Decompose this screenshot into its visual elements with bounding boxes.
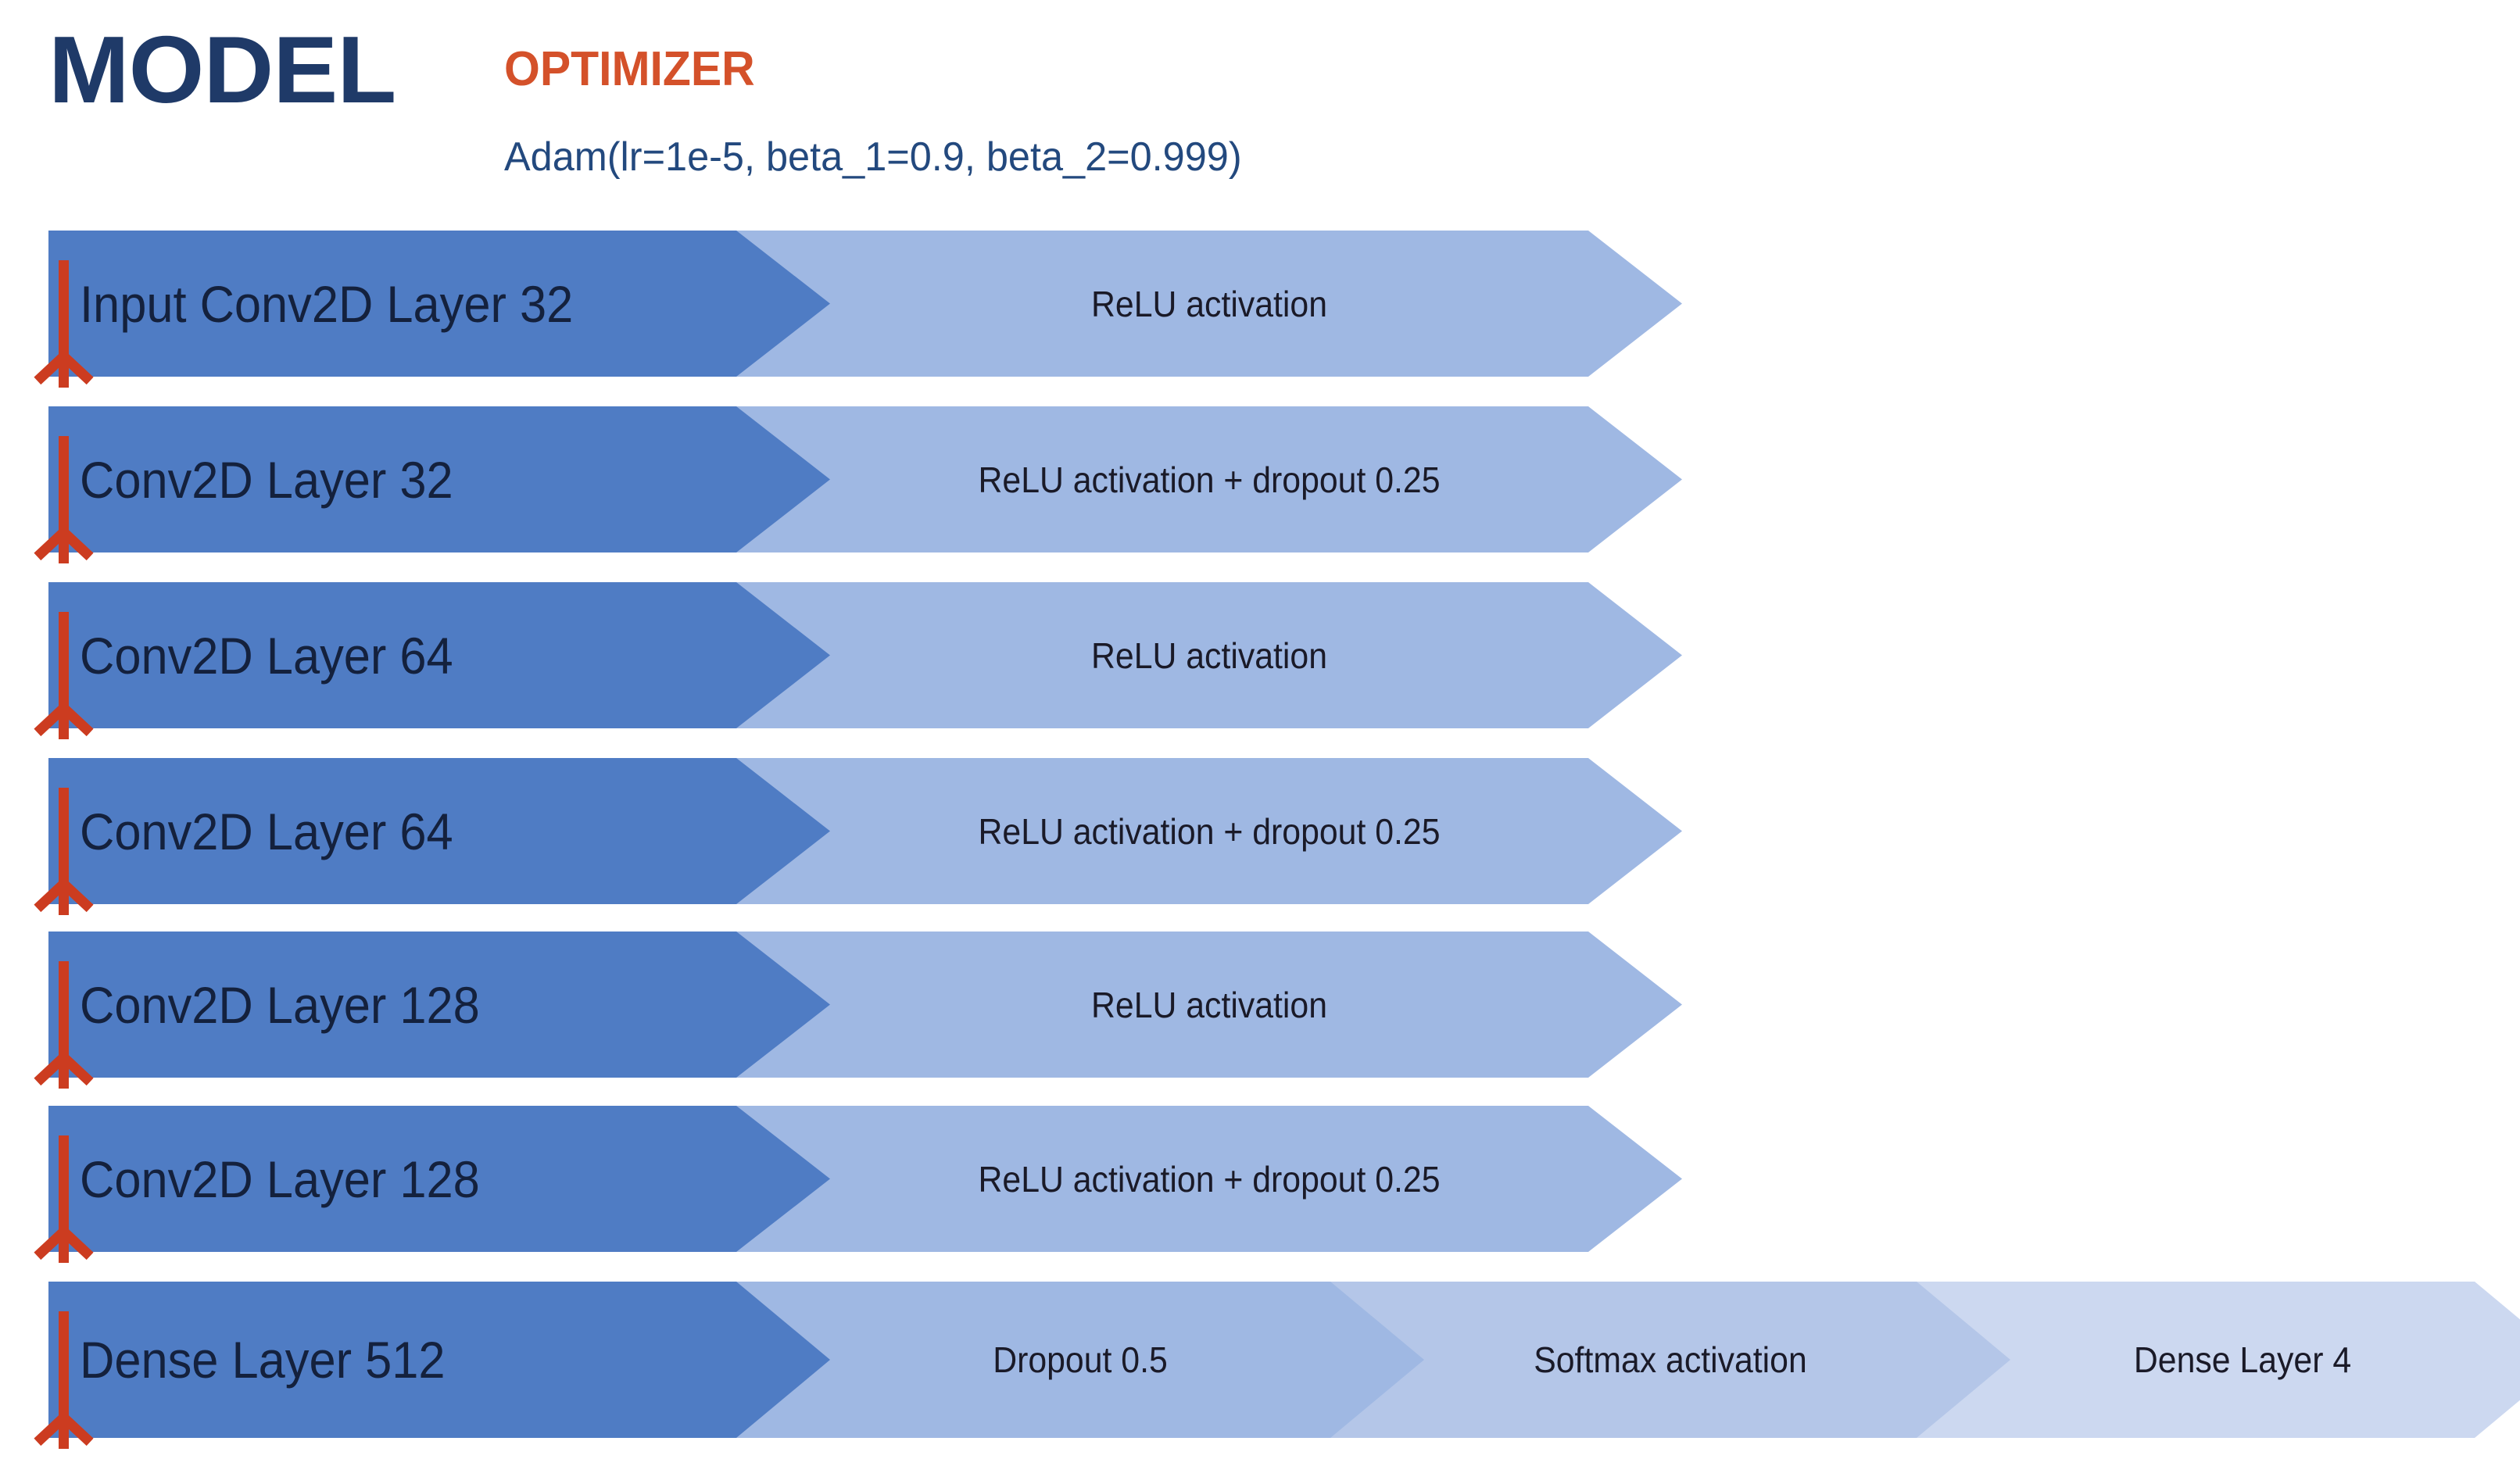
layer-chevron[interactable]: Conv2D Layer 128 — [48, 932, 830, 1078]
optimizer-config-text: Adam(lr=1e-5, beta_1=0.9, beta_2=0.999) — [504, 134, 1242, 180]
page-title: MODEL — [48, 16, 396, 123]
optimizer-heading: OPTIMIZER — [504, 42, 755, 96]
layer-chevron[interactable]: Conv2D Layer 128 — [48, 1106, 830, 1252]
annotation-label: ReLU activation + dropout 0.25 — [978, 1158, 1441, 1200]
layer-name-label: Conv2D Layer 128 — [80, 975, 480, 1034]
layer-chevron[interactable]: Dense Layer 512 — [48, 1282, 830, 1438]
layer-name-label: Conv2D Layer 32 — [80, 450, 453, 509]
layer-row: ReLU activation Input Conv2D Layer 32 — [0, 231, 2520, 388]
layer-chevron[interactable]: Conv2D Layer 32 — [48, 406, 830, 552]
layer-name-label: Dense Layer 512 — [80, 1331, 446, 1389]
annotation-label: ReLU activation + dropout 0.25 — [978, 459, 1441, 500]
diagram-header: MODEL OPTIMIZER Adam(lr=1e-5, beta_1=0.9… — [0, 0, 2520, 227]
layer-chevron[interactable]: Conv2D Layer 64 — [48, 758, 830, 904]
annotation-label: Dropout 0.5 — [993, 1339, 1168, 1380]
layer-row: ReLU activation + dropout 0.25 Conv2D Lay… — [0, 758, 2520, 915]
layer-row: ReLU activation Conv2D Layer 64 — [0, 582, 2520, 739]
annotation-label: Softmax activation — [1534, 1339, 1807, 1380]
layer-name-label: Conv2D Layer 64 — [80, 802, 453, 860]
annotation-label: ReLU activation — [1091, 635, 1327, 676]
layer-row: ReLU activation + dropout 0.25 Conv2D Lay… — [0, 1106, 2520, 1263]
annotation-label: ReLU activation + dropout 0.25 — [978, 810, 1441, 852]
layer-chevron[interactable]: Conv2D Layer 64 — [48, 582, 830, 728]
layer-name-label: Input Conv2D Layer 32 — [80, 274, 574, 333]
layer-row: ReLU activation Conv2D Layer 128 — [0, 932, 2520, 1089]
layer-name-label: Conv2D Layer 128 — [80, 1150, 480, 1208]
layer-row: Dense Layer 4 Softmax activation Dropout 0… — [0, 1282, 2520, 1449]
annotation-label: ReLU activation — [1091, 984, 1327, 1025]
annotation-label: Dense Layer 4 — [2133, 1339, 2352, 1380]
layer-name-label: Conv2D Layer 64 — [80, 626, 453, 685]
layer-chevron[interactable]: Input Conv2D Layer 32 — [48, 231, 830, 377]
annotation-label: ReLU activation — [1091, 283, 1327, 324]
layer-row: ReLU activation + dropout 0.25 Conv2D Lay… — [0, 406, 2520, 563]
